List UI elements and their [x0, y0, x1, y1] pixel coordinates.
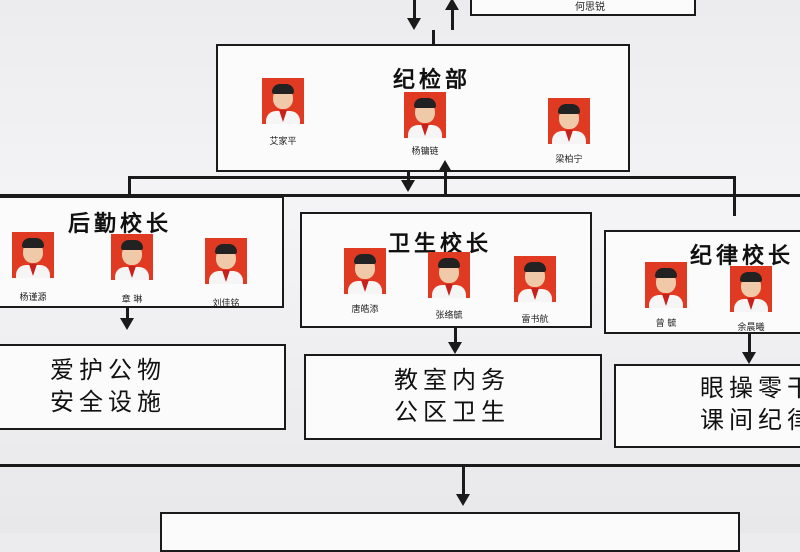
member-photo — [514, 256, 556, 302]
jilv-title: 纪律校长 — [690, 244, 795, 269]
houqin-duty-line1: 爱护公物 — [50, 356, 166, 384]
member-photo — [12, 232, 54, 278]
member-name: 曾 毓 — [655, 319, 677, 329]
connector-line — [0, 194, 800, 197]
member-photo — [262, 78, 304, 124]
jilv-duty-line2: 课间纪律 — [700, 406, 800, 434]
member-name: 余晨曦 — [737, 323, 765, 333]
weisheng-duty-box — [304, 354, 602, 440]
member-photo — [645, 262, 687, 308]
jilv-duty-box — [614, 364, 800, 448]
member-name: 梁柏宁 — [555, 155, 583, 165]
member-name: 张络毓 — [435, 311, 463, 321]
member-name: 雷书航 — [521, 315, 549, 325]
connector-line — [748, 334, 751, 354]
arrow-down-icon — [456, 494, 470, 506]
houqin-duty-box — [0, 344, 286, 430]
connector-line — [128, 176, 736, 179]
arrow-up-icon — [445, 0, 459, 10]
member-name: 章 琳 — [121, 295, 143, 305]
member-photo — [428, 252, 470, 298]
member-photo — [404, 92, 446, 138]
connector-line — [0, 464, 800, 467]
weisheng-duty-line1: 教室内务 — [394, 366, 510, 394]
member-name: 杨谨源 — [19, 293, 47, 303]
connector-line — [432, 30, 435, 46]
member-name: 刘佳铭 — [212, 299, 240, 309]
arrow-down-icon — [401, 180, 415, 192]
jilv-duty-line1: 眼操零干 — [700, 374, 800, 402]
member-name: 艾家平 — [269, 137, 297, 147]
connector-line — [454, 328, 457, 342]
member-name: 杨镛链 — [411, 147, 439, 157]
connector-line — [462, 466, 465, 496]
member-photo — [548, 98, 590, 144]
connector-line — [128, 176, 131, 198]
houqin-duty-line2: 安全设施 — [50, 388, 166, 416]
connector-line — [451, 8, 454, 30]
member-photo — [344, 248, 386, 294]
arrow-down-icon — [120, 318, 134, 330]
member-photo — [730, 266, 772, 312]
top-box-name: 何思锐 — [575, 2, 605, 13]
arrow-up-icon — [438, 160, 452, 172]
connector-line — [413, 0, 416, 20]
member-name: 唐皓添 — [351, 305, 379, 315]
bottom-partial-box — [160, 512, 740, 552]
weisheng-duty-line2: 公区卫生 — [394, 398, 510, 426]
member-photo — [111, 234, 153, 280]
connector-line — [126, 308, 129, 318]
arrow-down-icon — [742, 352, 756, 364]
connector-line — [444, 172, 447, 194]
jijian-title: 纪检部 — [393, 68, 472, 93]
houqin-title: 后勤校长 — [68, 212, 173, 237]
arrow-down-icon — [407, 18, 421, 30]
member-photo — [205, 238, 247, 284]
top-partial-box — [470, 0, 696, 16]
arrow-down-icon — [448, 342, 462, 354]
